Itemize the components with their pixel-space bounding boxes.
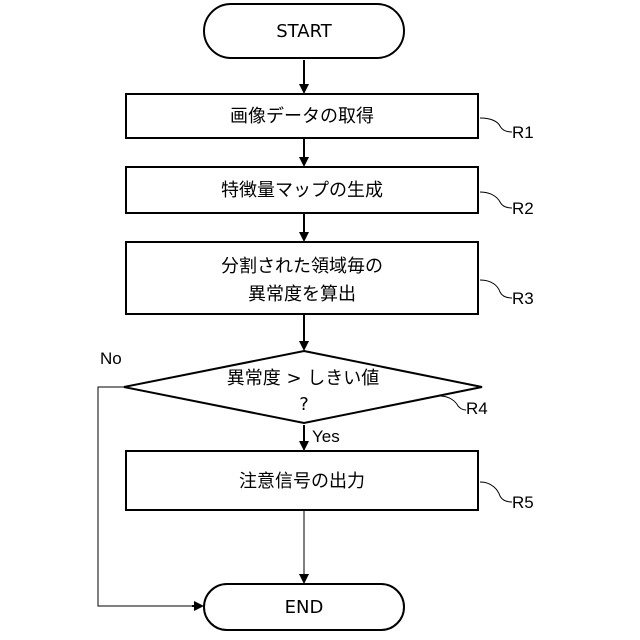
ref-label-r4: R4	[466, 399, 488, 418]
process-label-r3-line1: 分割された領域毎の	[221, 256, 383, 277]
decision-label-line2: ?	[299, 394, 309, 415]
ref-label-r2: R2	[512, 199, 534, 218]
leader-r5	[480, 482, 512, 502]
yes-label: Yes	[312, 427, 340, 446]
process-label-r3-line2: 異常度を算出	[248, 284, 356, 305]
leader-r4	[440, 396, 466, 410]
process-label-r5: 注意信号の出力	[239, 471, 365, 492]
process-label-r2: 特徴量マップの生成	[221, 180, 383, 201]
ref-label-r1: R1	[512, 123, 534, 142]
leader-r3	[480, 280, 512, 298]
leader-r2	[480, 192, 512, 208]
decision-label-line1: 異常度 > しきい値	[227, 368, 380, 389]
leader-r1	[480, 118, 512, 132]
end-label: END	[285, 597, 324, 618]
process-label-r1: 画像データの取得	[230, 106, 374, 127]
ref-label-r5: R5	[512, 493, 534, 512]
no-label: No	[100, 349, 122, 368]
ref-label-r3: R3	[512, 289, 534, 308]
start-label: START	[276, 21, 333, 42]
